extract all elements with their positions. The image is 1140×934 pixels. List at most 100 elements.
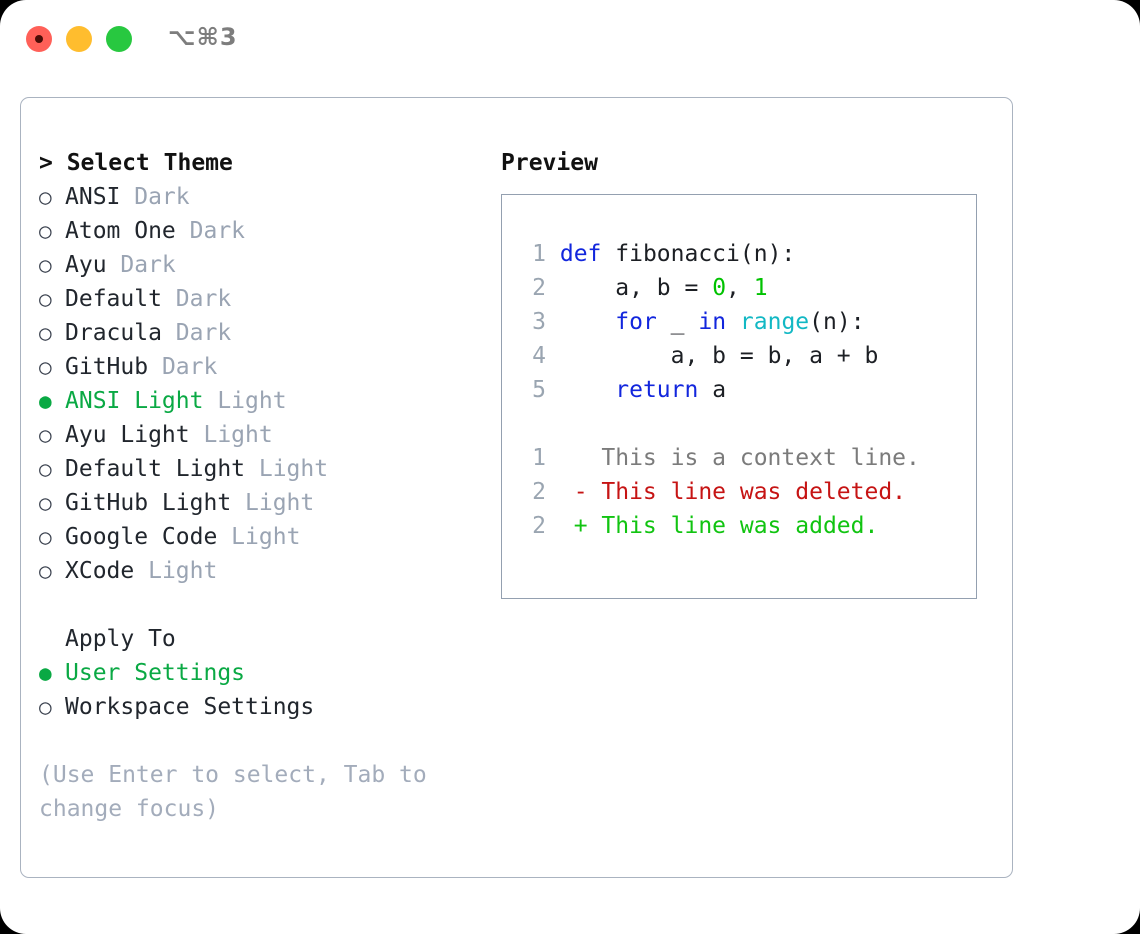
code-spacer bbox=[518, 407, 976, 441]
theme-option-variant: Light bbox=[231, 490, 315, 516]
code-line: 3 for _ in range(n): bbox=[518, 305, 976, 339]
theme-option-label: Default Light bbox=[65, 456, 246, 482]
theme-option-label: Dracula bbox=[65, 320, 162, 346]
theme-selector-column: > Select Theme ○ANSI Dark○Atom One Dark○… bbox=[39, 146, 489, 826]
keyboard-hint-text: (Use Enter to select, Tab to change focu… bbox=[39, 762, 427, 822]
theme-option-default[interactable]: ○Default Dark bbox=[39, 282, 489, 316]
apply-to-option-list: ● User Settings ○Workspace Settings bbox=[39, 656, 489, 724]
line-number: 2 bbox=[532, 275, 546, 301]
radio-unselected-icon: ○ bbox=[39, 355, 52, 379]
code-token: _ bbox=[656, 309, 699, 335]
theme-option-variant: Dark bbox=[120, 184, 190, 210]
line-number: 3 bbox=[532, 309, 546, 335]
theme-option-variant: Light bbox=[203, 388, 287, 414]
theme-option-variant: Light bbox=[217, 524, 301, 550]
apply-to-option-workspace-settings[interactable]: ○Workspace Settings bbox=[39, 690, 489, 724]
theme-option-github-light[interactable]: ○GitHub Light Light bbox=[39, 486, 489, 520]
theme-option-label: Default bbox=[65, 286, 162, 312]
recording-indicator-icon bbox=[35, 35, 43, 43]
theme-option-github[interactable]: ○GitHub Dark bbox=[39, 350, 489, 384]
theme-option-ayu-light[interactable]: ○ Ayu Light Light bbox=[39, 418, 489, 452]
theme-option-label: Ayu bbox=[65, 252, 107, 278]
code-token: return bbox=[615, 377, 699, 403]
line-number: 4 bbox=[532, 343, 546, 369]
diff-line-context: 1 This is a context line. bbox=[518, 441, 976, 475]
theme-option-label: ANSI Light bbox=[65, 388, 204, 414]
code-gap bbox=[546, 275, 560, 301]
theme-option-variant: Light bbox=[189, 422, 273, 448]
code-gap bbox=[546, 343, 560, 369]
window-titlebar: ⌥⌘3 bbox=[0, 0, 1140, 76]
theme-option-atom-one[interactable]: ○ Atom One Dark bbox=[39, 214, 489, 248]
code-token: , bbox=[726, 275, 754, 301]
code-gap bbox=[546, 241, 560, 267]
theme-option-variant: Dark bbox=[175, 218, 246, 244]
radio-unselected-icon: ○ bbox=[39, 525, 52, 549]
apply-to-option-label: User Settings bbox=[65, 660, 246, 686]
theme-option-label: Atom One bbox=[65, 218, 176, 244]
theme-option-xcode[interactable]: ○XCode Light bbox=[39, 554, 489, 588]
radio-unselected-icon: ○ bbox=[39, 219, 52, 243]
code-token bbox=[560, 377, 615, 403]
diff-text: This line was deleted. bbox=[587, 479, 907, 505]
code-line: 2 a, b = 0, 1 bbox=[518, 271, 976, 305]
code-token: 1 bbox=[753, 275, 768, 301]
diff-line-deleted: 2 - This line was deleted. bbox=[518, 475, 976, 509]
line-number: 2 bbox=[532, 513, 546, 539]
code-token: fibonacci(n): bbox=[601, 241, 796, 267]
code-line: 5 return a bbox=[518, 373, 976, 407]
radio-selected-icon: ● bbox=[39, 661, 52, 685]
apply-to-heading: Apply To bbox=[65, 626, 176, 652]
code-line: 1 def fibonacci(n): bbox=[518, 237, 976, 271]
code-token: a, b = b, a + b bbox=[559, 343, 879, 369]
code-token: (n): bbox=[809, 309, 865, 335]
code-token: a bbox=[698, 377, 727, 403]
code-token: 0 bbox=[712, 275, 727, 301]
radio-unselected-icon: ○ bbox=[39, 185, 52, 209]
code-token: in bbox=[698, 309, 727, 335]
theme-option-variant: Dark bbox=[161, 286, 232, 312]
code-line: 4 a, b = b, a + b bbox=[518, 339, 976, 373]
code-token: def bbox=[559, 241, 602, 267]
theme-option-list: ○ANSI Dark○Atom One Dark○Ayu Dark○Defaul… bbox=[39, 180, 489, 588]
diff-text: This is a context line. bbox=[587, 445, 920, 471]
theme-option-google-code[interactable]: ○ Google Code Light bbox=[39, 520, 489, 554]
window-shortcut-label: ⌥⌘3 bbox=[168, 23, 238, 51]
theme-option-label: Ayu Light bbox=[65, 422, 190, 448]
theme-option-ayu[interactable]: ○ Ayu Dark bbox=[39, 248, 489, 282]
diff-sample: 1 This is a context line.2 - This line w… bbox=[518, 441, 976, 543]
theme-option-dracula[interactable]: ○ Dracula Dark bbox=[39, 316, 489, 350]
theme-option-default-light[interactable]: ○ Default Light Light bbox=[39, 452, 489, 486]
code-token: for bbox=[615, 309, 657, 335]
diff-line-added: 2 + This line was added. bbox=[518, 509, 976, 543]
theme-option-variant: Dark bbox=[161, 320, 232, 346]
maximize-window-button[interactable] bbox=[106, 26, 132, 52]
theme-option-ansi-light[interactable]: ● ANSI Light Light bbox=[39, 384, 489, 418]
theme-option-label: ANSI bbox=[65, 184, 121, 210]
diff-marker bbox=[546, 445, 588, 471]
preview-heading: Preview bbox=[501, 150, 598, 176]
diff-text: This line was added. bbox=[587, 513, 879, 539]
theme-option-variant: Light bbox=[245, 456, 329, 482]
line-number: 1 bbox=[532, 241, 546, 267]
code-token: a, b = bbox=[559, 275, 713, 301]
theme-option-label: XCode bbox=[65, 558, 135, 584]
theme-option-ansi[interactable]: ○ ANSI Dark bbox=[39, 180, 489, 214]
apply-to-option-user-settings[interactable]: ● User Settings bbox=[39, 656, 489, 690]
radio-unselected-icon: ○ bbox=[39, 253, 52, 277]
radio-unselected-icon: ○ bbox=[39, 559, 52, 583]
diff-marker: + bbox=[546, 513, 588, 539]
radio-unselected-icon: ○ bbox=[39, 695, 52, 719]
main-panel: > Select Theme ○ANSI Dark○Atom One Dark○… bbox=[20, 97, 1013, 878]
line-number: 1 bbox=[532, 445, 546, 471]
radio-selected-icon: ● bbox=[39, 389, 52, 413]
radio-unselected-icon: ○ bbox=[39, 423, 52, 447]
radio-unselected-icon: ○ bbox=[39, 457, 52, 481]
minimize-window-button[interactable] bbox=[66, 26, 92, 52]
theme-option-label: Google Code bbox=[65, 524, 218, 550]
theme-option-label: GitHub Light bbox=[65, 490, 232, 516]
radio-unselected-icon: ○ bbox=[39, 321, 52, 345]
theme-option-variant: Dark bbox=[106, 252, 176, 278]
